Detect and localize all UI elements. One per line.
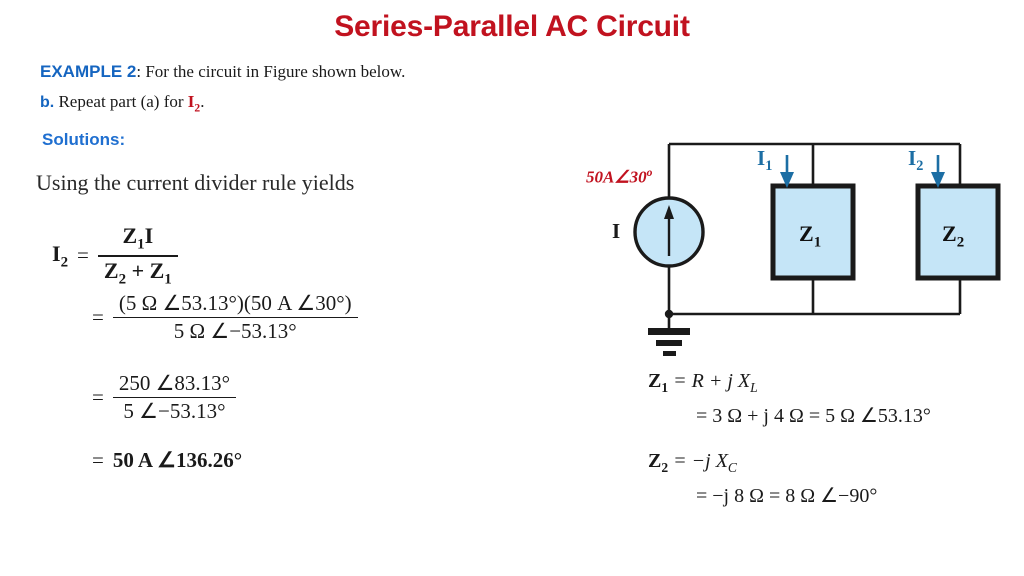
z1-definition-line2: = 3 Ω + j 4 Ω = 5 Ω ∠53.13° bbox=[696, 405, 931, 427]
equation-4-value: 50 A ∠136.26° bbox=[112, 448, 243, 472]
part-b-statement: b. Repeat part (a) for I2. bbox=[40, 92, 204, 114]
equation-4-result: = 50 A ∠136.26° bbox=[92, 448, 242, 473]
equation-3: = 250 ∠83.13° 5 ∠−53.13° bbox=[92, 370, 237, 425]
circuit-diagram bbox=[633, 142, 1001, 356]
equation-2-equals: = bbox=[92, 305, 104, 330]
fraction-bar bbox=[97, 255, 178, 257]
fraction-bar bbox=[112, 316, 358, 319]
branch1-current-label: I1 bbox=[757, 146, 773, 175]
ground-bar-3 bbox=[663, 351, 676, 356]
z1-definition-line1: = R + j XL bbox=[668, 370, 758, 395]
equation-2: = (5 Ω ∠53.13°)(50 A ∠30°) 5 Ω ∠−53.13° bbox=[92, 290, 358, 345]
example-text: : For the circuit in Figure shown below. bbox=[136, 62, 406, 81]
z1-impedance-box bbox=[770, 183, 856, 281]
source-current-label: I bbox=[612, 219, 621, 243]
z2-definition: Z2 = −j XC = −j 8 Ω = 8 Ω ∠−90° bbox=[648, 450, 877, 508]
equation-3-equals: = bbox=[92, 385, 104, 410]
z2-definition-label: Z2 bbox=[648, 450, 669, 475]
part-text-before: Repeat part (a) for bbox=[54, 92, 188, 111]
equation-1-equals: = bbox=[77, 243, 89, 268]
page-title: Series-Parallel AC Circuit bbox=[334, 10, 690, 43]
ground-bar-1 bbox=[648, 328, 690, 335]
equation-2-numerator: (5 Ω ∠53.13°)(50 A ∠30°) bbox=[118, 291, 352, 315]
equation-3-numerator: 250 ∠83.13° bbox=[118, 371, 231, 395]
solutions-label: Solutions: bbox=[42, 130, 126, 149]
i2-arrow-head bbox=[931, 172, 945, 188]
equation-1-fraction: Z1I Z2 + Z1 bbox=[97, 222, 178, 290]
equation-1: I2 = Z1I Z2 + Z1 bbox=[52, 222, 178, 290]
equation-3-fraction: 250 ∠83.13° 5 ∠−53.13° bbox=[112, 370, 237, 425]
equation-1-numerator: Z1I bbox=[122, 223, 154, 253]
equation-1-denominator: Z2 + Z1 bbox=[103, 257, 172, 288]
part-symbol: I2 bbox=[187, 92, 201, 115]
equation-3-denominator: 5 ∠−53.13° bbox=[123, 399, 226, 424]
z1-box-label: Z1 bbox=[799, 221, 822, 251]
z2-impedance-box bbox=[915, 183, 1001, 281]
ground-bar-2 bbox=[656, 340, 682, 346]
branch2-current-label: I2 bbox=[908, 146, 924, 175]
example-tag: EXAMPLE 2 bbox=[40, 62, 137, 81]
example-statement: EXAMPLE 2: For the circuit in Figure sho… bbox=[40, 62, 405, 82]
z1-definition: Z1 = R + j XL = 3 Ω + j 4 Ω = 5 Ω ∠53.13… bbox=[648, 370, 931, 428]
part-text-after: . bbox=[200, 92, 205, 111]
source-arrow-head bbox=[664, 205, 674, 219]
z2-box-label: Z2 bbox=[942, 221, 965, 251]
source-value-label: 50A∠30o bbox=[586, 166, 653, 187]
z2-definition-line2: = −j 8 Ω = 8 Ω ∠−90° bbox=[696, 485, 878, 507]
z2-definition-line1: = −j XC bbox=[668, 450, 737, 475]
current-divider-rule-text: Using the current divider rule yields bbox=[36, 170, 355, 195]
i1-arrow-head bbox=[780, 172, 794, 188]
z1-definition-label: Z1 bbox=[648, 370, 669, 395]
part-tag: b. bbox=[40, 94, 55, 111]
fraction-bar bbox=[112, 396, 237, 399]
equation-2-denominator: 5 Ω ∠−53.13° bbox=[173, 319, 297, 344]
equation-4-equals: = bbox=[92, 448, 104, 472]
equation-2-fraction: (5 Ω ∠53.13°)(50 A ∠30°) 5 Ω ∠−53.13° bbox=[112, 290, 358, 345]
equation-1-lhs: I2 bbox=[52, 240, 69, 271]
